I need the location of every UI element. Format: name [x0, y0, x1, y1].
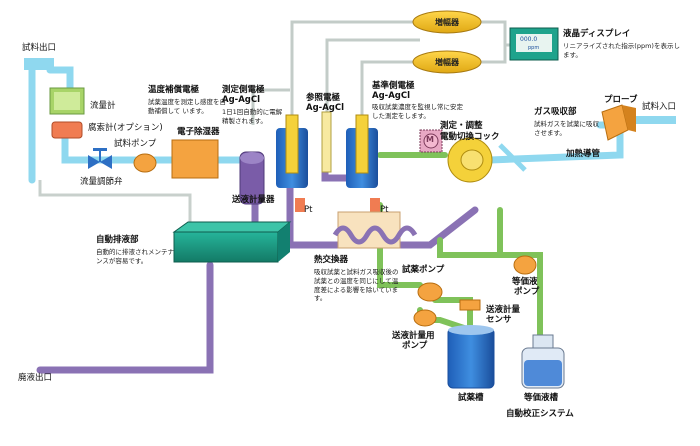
- sample-pump: [133, 153, 157, 173]
- amplifier-lower: [412, 50, 482, 74]
- amplifier-upper-label: 増幅器: [435, 18, 459, 27]
- metering-sensor-label-2: センサ: [486, 315, 512, 325]
- rotameter: [51, 121, 83, 139]
- equiv-pump-label-1: 等価液: [512, 277, 538, 287]
- motor-label: M: [426, 135, 434, 144]
- metering-pump-label-1: 送液計量用: [392, 331, 435, 341]
- standard-electrode-cell: [346, 114, 380, 212]
- equiv-pump-label-2: ポンプ: [514, 287, 540, 297]
- metering-label: 送液計量器: [232, 195, 275, 205]
- cock-title-1: 測定・調整: [440, 121, 483, 131]
- reference-electrode-title: 参照電極: [306, 93, 341, 103]
- display-readout: 000.0: [520, 36, 538, 43]
- dehumidifier-box: [171, 139, 219, 179]
- cock-title-2: 電動切換コック: [440, 132, 500, 142]
- rotameter-label: 腐索計(オプション): [88, 123, 163, 133]
- amplifier-upper: [412, 10, 482, 34]
- reference-electrode-formula: Ag-AgCl: [306, 103, 345, 113]
- gas-absorber: [498, 143, 527, 172]
- flow-valve[interactable]: [88, 148, 112, 169]
- heat-exchanger: [332, 211, 418, 249]
- temp-electrode-desc: 試薬温度を測定し感度を自動補償して います。: [148, 98, 226, 115]
- lcd-display: [509, 27, 559, 61]
- metering-pump: [413, 309, 437, 327]
- flowmeter: [49, 87, 85, 115]
- drain-unit-desc: 自動的に排液されメンテナンスが容易です。: [96, 248, 174, 265]
- air-line: [38, 180, 192, 232]
- reagent-tank-label: 試薬槽: [458, 393, 484, 403]
- metering-sensor-label-1: 送液計量: [486, 305, 521, 315]
- heated-pipe-label: 加熱導管: [566, 149, 601, 159]
- reference-electrode: [321, 111, 332, 173]
- heat-exchanger-title: 熱交換器: [314, 255, 349, 265]
- measure-electrode-formula: Ag-AgCl: [222, 95, 261, 105]
- temp-electrode-title: 温度補償電極: [148, 85, 200, 95]
- gas-absorber-title: ガス吸収部: [534, 107, 577, 117]
- standard-electrode-desc: 吸収試薬濃度を監視し常に安定した測定をします。: [372, 103, 463, 120]
- measure-electrode-title: 測定側電極: [222, 85, 265, 95]
- display-desc: リニアライズされた指示(ppm)を表示します。: [563, 42, 680, 59]
- metering-pump-label-2: ポンプ: [402, 341, 428, 351]
- metering-sensor: [459, 299, 481, 311]
- signal-lines: [251, 20, 518, 125]
- reagent-pump: [417, 282, 443, 302]
- gas-absorber-desc: 試料ガスを試薬に吸収させます。: [534, 120, 599, 137]
- calibration-label: 自動校正システム: [506, 409, 574, 419]
- metering-unit: [239, 151, 265, 205]
- switching-cock[interactable]: [447, 137, 493, 183]
- display-unit: ppm: [528, 45, 540, 51]
- display-title: 液晶ディスプレイ: [563, 29, 631, 39]
- dehumidifier-label: 電子除湿器: [177, 127, 220, 137]
- probe-label: プローブ: [604, 95, 638, 105]
- pt-left-label: Pt: [304, 205, 313, 215]
- sample-pump-label: 試料ポンプ: [114, 139, 157, 149]
- flow-valve-label: 流量調節弁: [80, 177, 123, 187]
- standard-electrode-formula: Ag-AgCl: [372, 91, 411, 101]
- heat-exchanger-desc: 吸収試薬と試料ガス吸収後の試薬との温度を同じにして温度差による影響を除いています…: [314, 268, 399, 303]
- equiv-liquid-label: 等価液槽: [524, 393, 559, 403]
- drain-unit: [172, 221, 292, 263]
- probe: [601, 104, 676, 141]
- sample-outlet-label: 試料出口: [22, 43, 57, 53]
- equiv-liquid-bottle: [521, 334, 565, 389]
- reagent-pump-label: 試薬ポンプ: [402, 265, 445, 275]
- amplifier-lower-label: 増幅器: [435, 58, 459, 67]
- sample-outlet-pipe: [24, 58, 54, 70]
- motor: [419, 129, 443, 153]
- measuring-electrode-cell: [276, 114, 308, 212]
- sample-inlet-label: 試料入口: [642, 102, 677, 112]
- waste-outlet-label: 廃液出口: [18, 373, 53, 383]
- drain-unit-title: 自動排液部: [96, 235, 139, 245]
- equiv-liquid-pump: [513, 255, 537, 275]
- standard-electrode-title: 基準側電極: [372, 81, 415, 91]
- measure-electrode-desc: 1日1回自動的に電解精製されます。: [222, 108, 283, 125]
- reagent-tank: [447, 325, 495, 389]
- flowmeter-label: 流量計: [90, 101, 116, 111]
- pt-right-label: Pt: [380, 205, 389, 215]
